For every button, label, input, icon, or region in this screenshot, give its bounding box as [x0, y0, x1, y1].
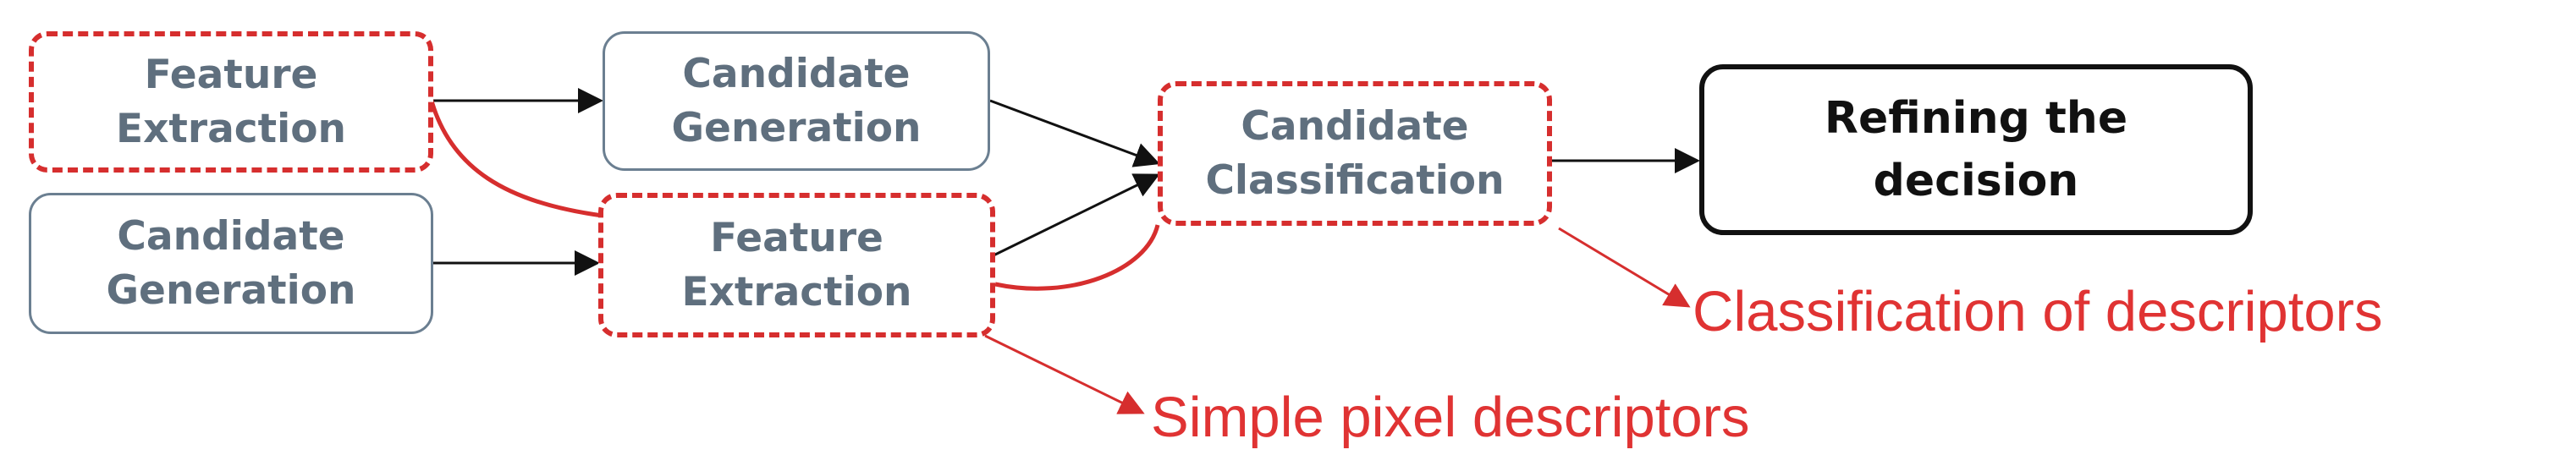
candidate-generation-top-box: Candidate Generation — [603, 31, 990, 171]
feature-extraction-top-label: Feature Extraction — [116, 51, 346, 152]
arrow-top-generation-to-classification — [989, 99, 1160, 167]
candidate-classification-box: Candidate Classification — [1158, 81, 1552, 226]
red-link-to-classification — [994, 224, 1160, 291]
candidate-classification-label: Candidate Classification — [1205, 102, 1505, 204]
feature-extraction-bottom-box: Feature Extraction — [598, 193, 995, 337]
red-link-feature-extraction — [427, 94, 603, 218]
refining-decision-box: Refining the decision — [1699, 64, 2253, 235]
feature-extraction-top-box: Feature Extraction — [29, 31, 433, 173]
candidate-generation-top-label: Candidate Generation — [671, 50, 922, 151]
simple-pixel-descriptors-annotation: Simple pixel descriptors — [1151, 386, 1750, 449]
classification-of-descriptors-annotation: Classification of descriptors — [1693, 280, 2383, 343]
candidate-generation-bottom-box: Candidate Generation — [29, 193, 433, 334]
red-arrow-classification-descriptors — [1558, 227, 1691, 308]
feature-extraction-bottom-label: Feature Extraction — [681, 214, 912, 315]
refining-decision-label: Refining the decision — [1824, 93, 2128, 206]
red-arrow-simple-pixel-descriptors — [984, 334, 1145, 414]
candidate-generation-bottom-label: Candidate Generation — [106, 212, 356, 314]
arrow-bottom-extraction-to-classification — [993, 173, 1160, 257]
